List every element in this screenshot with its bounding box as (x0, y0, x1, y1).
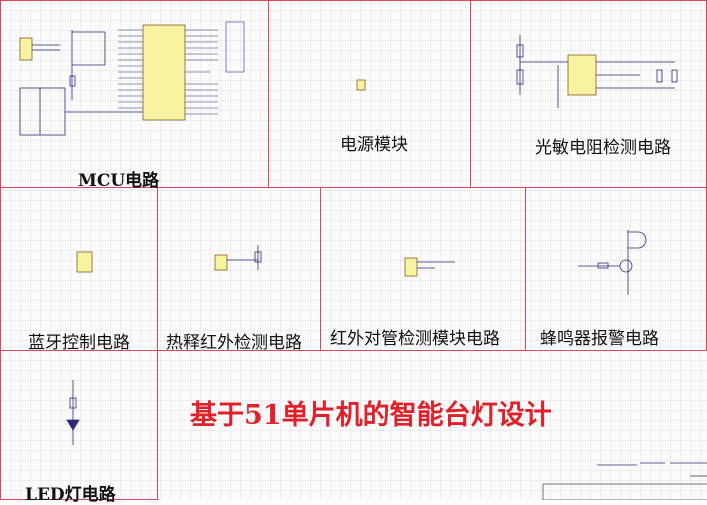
panel-bluetooth (0, 187, 158, 351)
page-title: 基于51单片机的智能台灯设计 (190, 400, 552, 431)
label-power: 电源模块 (340, 135, 408, 155)
mcu-schematic (19, 21, 245, 136)
mcu-pins (118, 29, 218, 115)
panel-light-sensor (470, 0, 707, 188)
label-bluetooth: 蓝牙控制电路 (28, 333, 130, 353)
panel-power (268, 0, 471, 188)
label-buzzer: 蜂鸣器报警电路 (540, 329, 659, 349)
panel-mcu (0, 0, 269, 188)
label-led: LED灯电路 (25, 485, 116, 505)
panel-pir (157, 187, 321, 351)
label-light-sensor: 光敏电阻检测电路 (535, 138, 671, 158)
label-ir-pair: 红外对管检测模块电路 (330, 329, 500, 349)
label-pir: 热释红外检测电路 (166, 333, 302, 353)
label-mcu: MCU电路 (78, 171, 160, 191)
panel-led (0, 350, 158, 500)
